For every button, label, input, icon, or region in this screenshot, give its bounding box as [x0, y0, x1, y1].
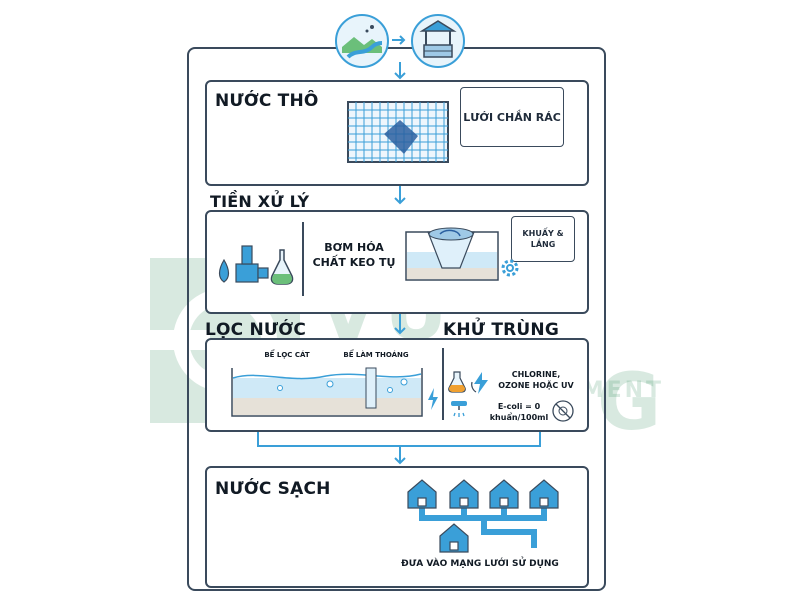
well-icon: [410, 13, 466, 69]
bolt-icon: [426, 388, 440, 410]
arrow-icon: [392, 35, 406, 45]
distribution-label: ĐƯA VÀO MẠNG LƯỚI SỬ DỤNG: [401, 559, 559, 569]
screen-label: LƯỚI CHẮN RÁC: [460, 87, 564, 147]
uv-icon: [470, 372, 492, 394]
clean-water-panel: [205, 466, 589, 588]
pump-label: BƠM HÓA CHẤT KEO TỤ: [312, 241, 396, 269]
aeration-label: BỂ LÀM THOÁNG: [343, 351, 409, 359]
filter-tanks-icon: [230, 362, 424, 418]
disinfect-divider: [442, 348, 444, 420]
houses-pipes-icon: [404, 470, 574, 556]
flask-icon: [448, 371, 466, 393]
process-frame: [187, 47, 606, 591]
raw-water-title: NƯỚC THÔ: [215, 91, 319, 111]
mixing-tank-icon: [404, 222, 500, 282]
pump-icon: [214, 240, 298, 286]
mix-settle-label: KHUẤY & LẮNG: [511, 216, 575, 262]
gear-icon: [498, 256, 522, 280]
river-icon: [334, 13, 390, 69]
disinfection-title: KHỬ TRÙNG: [443, 320, 559, 340]
clean-water-title: NƯỚC SẠCH: [215, 479, 331, 499]
pretreatment-title: TIỀN XỬ LÝ: [210, 192, 310, 211]
pump-divider: [302, 222, 304, 296]
no-bacteria-icon: [552, 400, 574, 422]
sand-filter-label: BỂ LỌC CÁT: [264, 351, 310, 359]
ecoli-label: E-coli = 0 khuẩn/100ml: [489, 402, 549, 422]
faucet-icon: [450, 400, 468, 418]
filtration-title: LỌC NƯỚC: [205, 320, 307, 340]
disinfect-method-label: CHLORINE, OZONE HOẶC UV: [498, 370, 574, 390]
screen-grid-icon: [346, 98, 450, 166]
